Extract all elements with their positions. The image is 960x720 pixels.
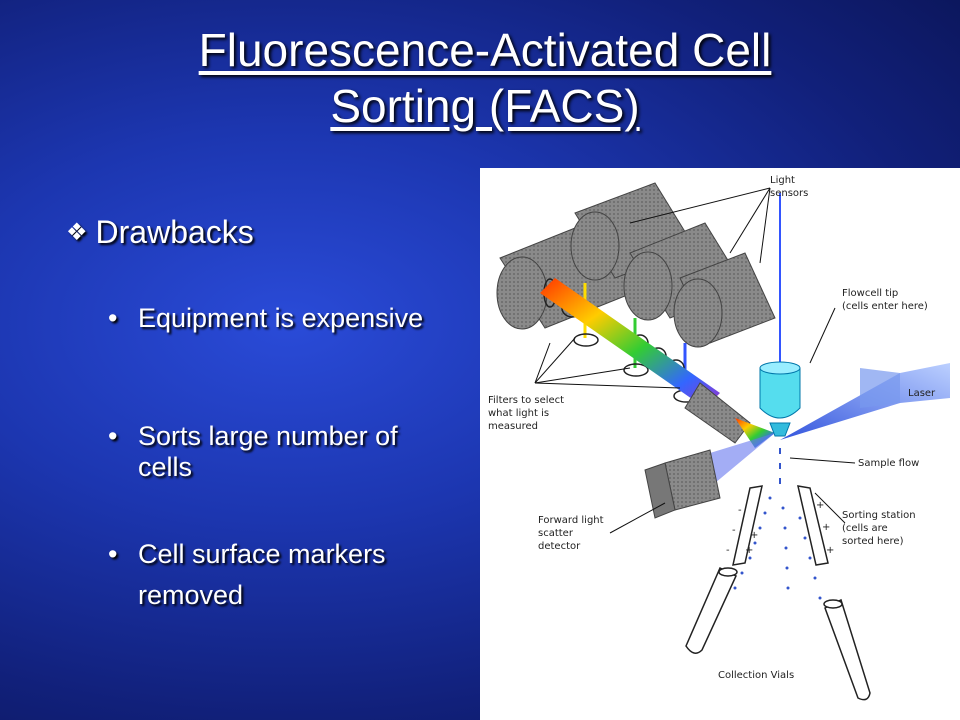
leader-lines (534, 187, 856, 534)
sorting-station-label-2: (cells are (842, 523, 888, 534)
objective-lens (684, 382, 751, 444)
sorting-station-label-1: Sorting station (842, 510, 916, 521)
drawbacks-heading: ❖ Drawbacks (66, 214, 254, 251)
collection-vials (685, 566, 871, 701)
filters-label-2: what light is (488, 408, 549, 419)
bullet-dot-icon: • (108, 421, 118, 451)
svg-text:+: + (816, 500, 824, 511)
light-sensor-cylinders (496, 182, 776, 348)
svg-text:-: - (726, 545, 730, 556)
sorting-station-label-3: sorted here) (842, 536, 904, 547)
svg-text:+: + (826, 545, 834, 556)
bullet-text: Sorts large number of cells (138, 421, 398, 482)
emitted-light-beam (540, 278, 720, 408)
svg-text:-: - (738, 505, 742, 516)
forward-scatter-label-2: scatter (538, 528, 574, 539)
flowcell-label-1: Flowcell tip (842, 288, 898, 299)
svg-text:+: + (822, 522, 830, 533)
flowcell-label-2: (cells enter here) (842, 301, 928, 312)
bullet-dot-icon: • (108, 539, 118, 569)
slide-title-line-1: Fluorescence-Activated Cell (198, 24, 772, 76)
collection-vials-label: Collection Vials (718, 670, 794, 681)
forward-scatter-label-3: detector (538, 541, 581, 552)
facs-diagram-svg: --- +++ ++ Light sensors Flo (488, 175, 950, 701)
light-sensors-label-2: sensors (770, 188, 808, 199)
sorting-plates (732, 485, 829, 566)
bullet-continuation: removed (138, 580, 244, 610)
filters-label-3: measured (488, 421, 538, 432)
slide-title: Fluorescence-Activated Cell Sorting (FAC… (60, 22, 910, 134)
bullet-item-2: • Sorts large number of cells (108, 421, 458, 483)
sample-flow-label: Sample flow (858, 458, 919, 469)
laser-label: Laser (908, 388, 936, 399)
svg-text:+: + (745, 545, 753, 556)
facs-diagram: --- +++ ++ Light sensors Flo (480, 168, 960, 720)
light-sensors-label-1: Light (770, 175, 795, 186)
drawbacks-heading-text: Drawbacks (95, 214, 254, 250)
forward-scatter-beam (710, 433, 775, 483)
bullet-text: Cell surface markers (138, 539, 386, 569)
filters-label-1: Filters to select (488, 395, 564, 406)
svg-text:-: - (732, 525, 736, 536)
slide-title-line-2: Sorting (FACS) (330, 80, 640, 132)
forward-scatter-label-1: Forward light (538, 515, 604, 526)
bullet-item-3: • Cell surface markers (108, 539, 458, 570)
bullet-dot-icon: • (108, 303, 118, 333)
svg-text:+: + (750, 530, 758, 541)
bullet-text: Equipment is expensive (138, 303, 424, 333)
sample-droplets (733, 448, 822, 600)
flowcell-tip (759, 367, 801, 419)
bullet-item-1: • Equipment is expensive (108, 303, 458, 334)
diamond-bullet-icon: ❖ (66, 219, 88, 246)
charge-signs: --- +++ ++ (726, 500, 834, 556)
